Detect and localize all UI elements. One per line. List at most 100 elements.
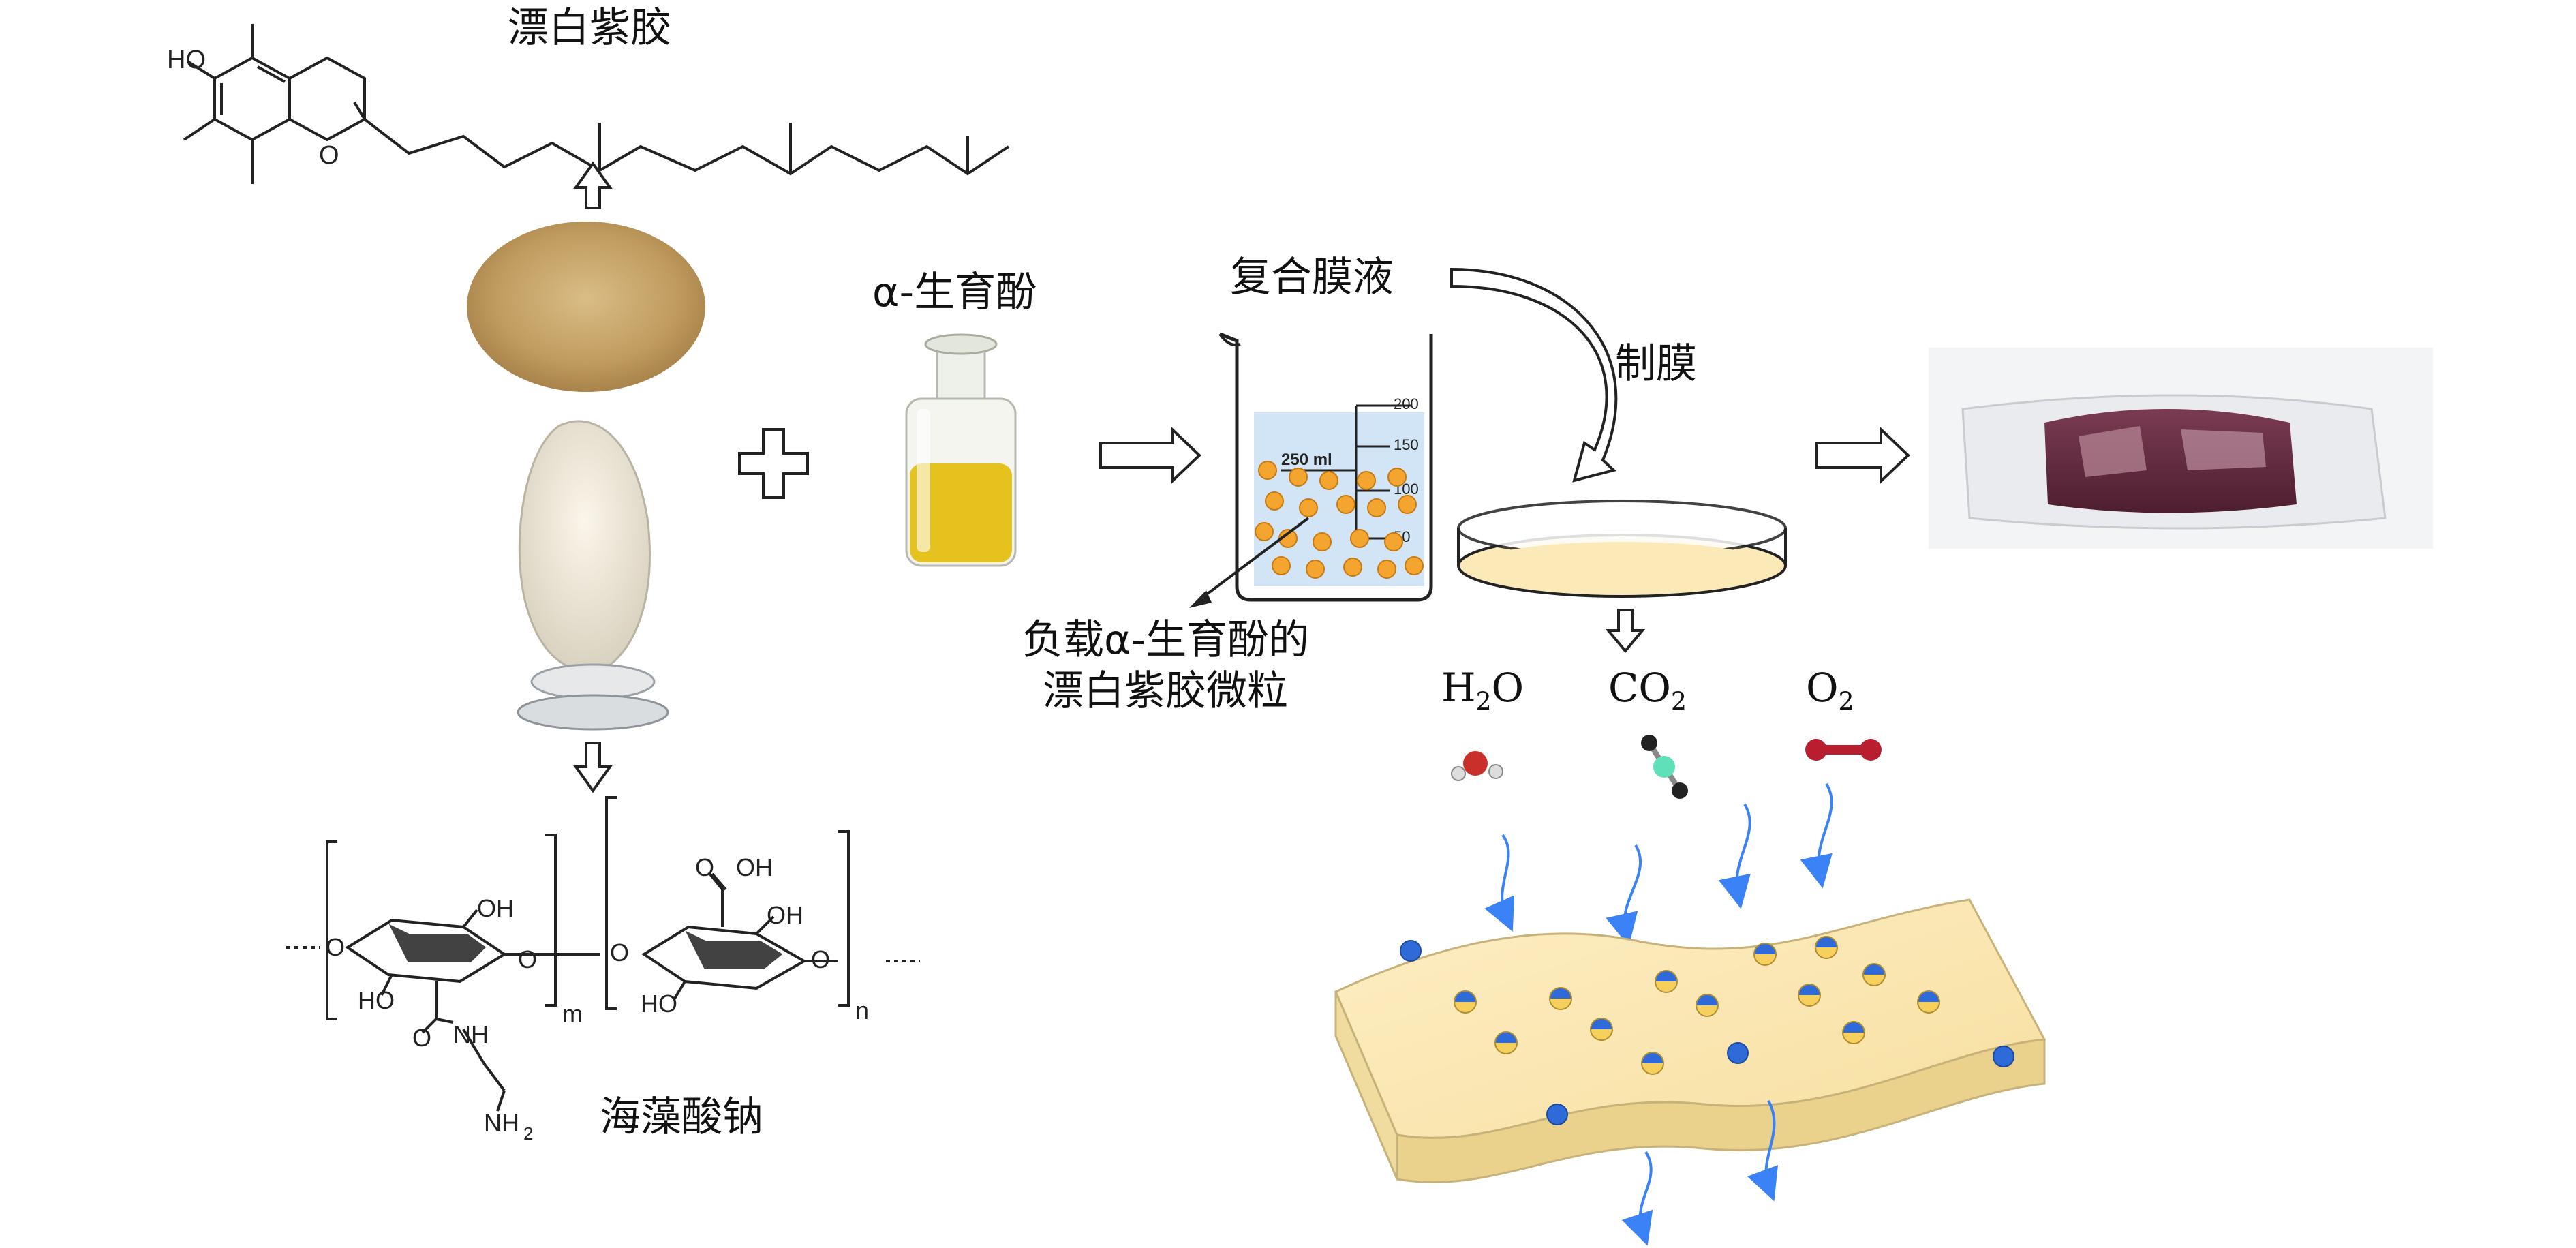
shellac-structure xyxy=(183,24,1010,184)
alpha-tocopherol-bottle-image xyxy=(905,333,1017,567)
film-particle-blue-half xyxy=(1815,937,1837,947)
hollow-arrow-down-icon xyxy=(573,742,613,793)
beaker-volume-label: 250 ml xyxy=(1281,451,1332,469)
film-particles-split xyxy=(1454,936,1940,1075)
ho-label: HO xyxy=(167,46,206,74)
alginate-oh-1: OH xyxy=(477,894,514,922)
h2o-molecule-icon xyxy=(1451,751,1503,781)
film-particle-outline xyxy=(1641,1052,1664,1075)
film-particle-outline xyxy=(1696,994,1719,1017)
film-particle-blue-half xyxy=(1495,1032,1517,1043)
film-particle-split xyxy=(1549,987,1572,1010)
film-particle-yellow-half xyxy=(1843,1033,1865,1044)
composite-solution-label: 复合膜液 xyxy=(1230,254,1394,301)
film-particle-split xyxy=(1798,984,1821,1007)
film-particle-split xyxy=(1696,994,1719,1017)
h2o-end: O xyxy=(1491,665,1524,711)
petri-dish xyxy=(1457,500,1787,598)
film-particle-outline xyxy=(1798,984,1821,1007)
loaded-particles-label-line2: 漂白紫胶微粒 xyxy=(1043,667,1288,715)
particle xyxy=(1405,556,1424,575)
film-particle-yellow-half xyxy=(1642,1063,1663,1074)
film-particle-yellow-half xyxy=(1591,1029,1612,1040)
shellac-label: 漂白紫胶 xyxy=(508,4,671,52)
co2-sub: 2 xyxy=(1670,688,1687,716)
film-particle-blue xyxy=(1546,1104,1568,1125)
ring-oxygen-label: O xyxy=(319,141,339,170)
plus-icon xyxy=(738,428,809,499)
film-particle-split xyxy=(1590,1018,1613,1041)
film-particle-blue-half xyxy=(1550,988,1571,999)
o2-label: O2 xyxy=(1806,665,1854,716)
alginate-acid-o: O xyxy=(695,853,714,881)
composite-film xyxy=(1334,898,2046,1183)
film-particle-blue-half xyxy=(1591,1018,1612,1029)
alginate-nh2: NH xyxy=(484,1109,519,1137)
beaker-tick-200: 200 xyxy=(1394,395,1419,412)
film-particle-split xyxy=(1917,990,1940,1014)
film-particle-split xyxy=(1494,1031,1518,1054)
alginate-nh: NH xyxy=(453,1020,489,1048)
particle xyxy=(1306,560,1325,579)
gas-arrows-in xyxy=(1484,782,1833,947)
alginate-o-link: O xyxy=(610,939,629,967)
film-particle-blue-half xyxy=(1918,991,1939,1002)
beaker-tick-150: 150 xyxy=(1394,436,1419,453)
alginate-ho-1: HO xyxy=(358,986,395,1014)
film-particle-outline xyxy=(1917,990,1940,1014)
particle xyxy=(1265,491,1284,511)
film-particle-blue-half xyxy=(1642,1052,1663,1063)
film-particle-yellow-half xyxy=(1495,1043,1517,1054)
film-particle-outline xyxy=(1862,963,1886,986)
h2o-label: H2O xyxy=(1441,665,1524,716)
film-particle-blue-half xyxy=(1655,971,1677,981)
film-particle-blue xyxy=(1727,1042,1749,1064)
film-particle-yellow-half xyxy=(1696,1005,1718,1016)
alginate-o-left: O xyxy=(326,933,345,961)
film-particle-blue-half xyxy=(1843,1022,1865,1033)
film-particle-split xyxy=(1454,990,1477,1014)
h2o-main: H xyxy=(1441,665,1476,711)
film-particles xyxy=(1400,940,2014,1125)
film-particle-split xyxy=(1655,970,1678,993)
particle xyxy=(1313,532,1332,551)
film-particle-split xyxy=(1815,936,1838,959)
film-particle-blue-half xyxy=(1454,991,1476,1002)
alginate-ho-2: HO xyxy=(641,990,677,1018)
film-particle-outline xyxy=(1815,936,1838,959)
gas-arrows-out xyxy=(1621,1100,1779,1246)
alpha-tocopherol-label: α-生育酚 xyxy=(872,269,1037,316)
film-particle-split xyxy=(1862,963,1886,986)
o2-molecule-icon xyxy=(1805,739,1882,761)
particle xyxy=(1258,461,1277,480)
film-particle-outline xyxy=(1549,987,1572,1010)
beaker-particles xyxy=(1255,461,1424,579)
curved-hollow-arrow-icon xyxy=(1450,267,1618,483)
alginate-n: n xyxy=(855,996,869,1024)
film-particle-blue-half xyxy=(1696,994,1718,1005)
film-particle-split xyxy=(1842,1021,1865,1044)
film-particle-yellow-half xyxy=(1454,1002,1476,1013)
film-particle-split xyxy=(1753,943,1777,966)
alginate-oh-2: OH xyxy=(767,901,803,929)
hollow-arrow-right-icon-1 xyxy=(1099,426,1201,485)
particle xyxy=(1398,495,1417,514)
film-particle-outline xyxy=(1494,1031,1518,1054)
loaded-particles-label-line1: 负载α-生育酚的 xyxy=(1022,616,1310,664)
film-particle-split xyxy=(1641,1052,1664,1075)
film-particle-outline xyxy=(1842,1021,1865,1044)
particle xyxy=(1299,498,1318,517)
film-particle-yellow-half xyxy=(1754,954,1776,965)
film-particle-blue xyxy=(1400,940,1422,962)
hollow-arrow-up-icon xyxy=(573,161,613,209)
packaged-meat-image xyxy=(1929,348,2433,549)
h2o-sub: 2 xyxy=(1475,688,1492,716)
film-particle-outline xyxy=(1590,1018,1613,1041)
hollow-arrow-right-icon-2 xyxy=(1815,426,1910,485)
particle xyxy=(1377,560,1396,579)
particle xyxy=(1384,532,1403,551)
film-particle-blue-half xyxy=(1863,964,1885,975)
alginate-o-ring1: O xyxy=(518,945,537,973)
film-particle-yellow-half xyxy=(1798,995,1820,1006)
